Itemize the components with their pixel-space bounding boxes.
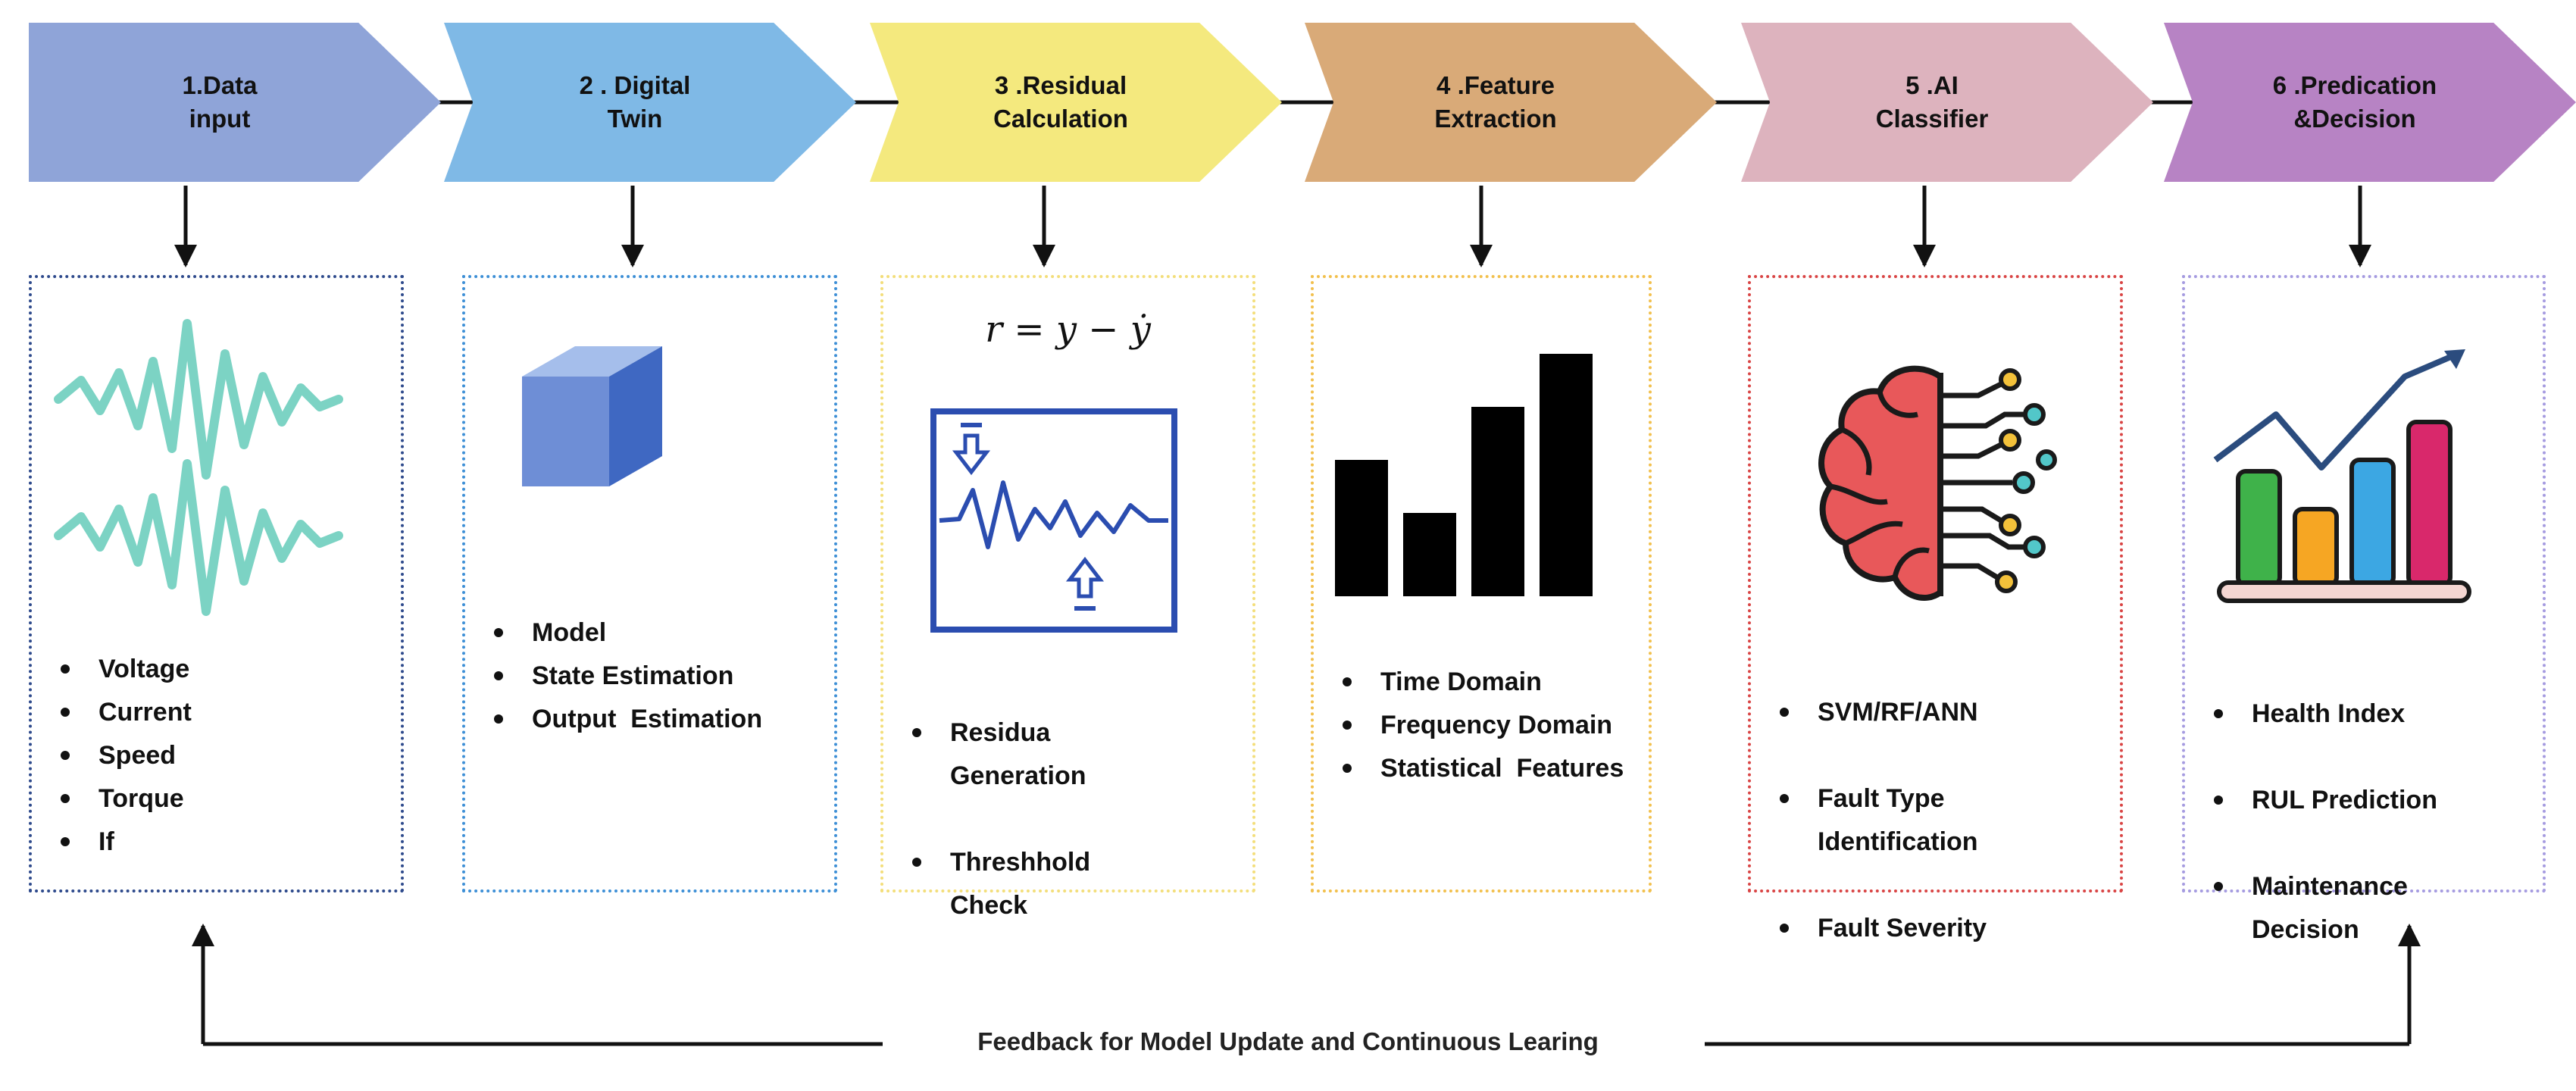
bullet-state-estimation: State Estimation — [488, 655, 762, 698]
cube-icon — [522, 346, 662, 486]
bullet-if: If — [55, 821, 192, 864]
stage-5-panel: SVM/RF/ANN Fault Type Identification Fau… — [1748, 275, 2123, 943]
stage-3-bullets: Residua Generation Threshhold Check — [906, 668, 1090, 971]
stage-3-panel: r = y − ẏ Residua Generation Threshhold … — [880, 275, 1255, 920]
residual-threshold-icon — [930, 408, 1177, 633]
stage-5-chevron: 5 .AI Classifier — [1741, 23, 2153, 182]
bullet-threshhold-check: Threshhold Check — [906, 841, 1090, 927]
feedback-label: Feedback for Model Update and Continuous… — [977, 1027, 1599, 1055]
growth-base — [2217, 580, 2471, 603]
waveform-icon — [54, 319, 343, 616]
stage-1-panel: Voltage Current Speed Torque If — [29, 275, 404, 892]
ai-brain-icon — [1818, 365, 2057, 602]
stage-3-label: 3 .Residual Calculation — [993, 71, 1128, 133]
bullet-health-index: Health Index — [2208, 692, 2437, 736]
bullet-voltage: Voltage — [55, 648, 192, 691]
feature-bar-2 — [1403, 513, 1456, 596]
feature-bar-3 — [1471, 407, 1524, 596]
bullet-output-estimation: Output Estimation — [488, 698, 762, 741]
bullet-svm-rf-ann: SVM/RF/ANN — [1774, 691, 1987, 734]
growth-chart-icon — [2213, 349, 2471, 603]
bullet-current: Current — [55, 691, 192, 734]
bullet-statistical-features: Statistical Features — [1336, 747, 1624, 790]
stage-4-chevron: 4 .Feature Extraction — [1305, 23, 1717, 182]
bullet-maintenance-decision: Maintenance Decision — [2208, 865, 2437, 952]
bullet-residua-generation: Residua Generation — [906, 711, 1090, 798]
bullet-model: Model — [488, 611, 762, 655]
stage-2-bullets: Model State Estimation Output Estimation — [488, 611, 762, 741]
stage-6-panel: Health Index RUL Prediction Maintenance … — [2182, 275, 2546, 944]
stage-4-panel: Time Domain Frequency Domain Statistical… — [1311, 275, 1652, 892]
stage-2-panel: Model State Estimation Output Estimation — [462, 275, 837, 892]
growth-bar-3 — [2349, 458, 2396, 587]
stage-4-label: 4 .Feature Extraction — [1434, 71, 1557, 133]
stage-5-label: 5 .AI Classifier — [1875, 71, 1989, 133]
bullet-torque: Torque — [55, 777, 192, 821]
bar-chart-icon — [1335, 354, 1593, 596]
residual-formula: r = y − ẏ — [985, 308, 1151, 351]
feature-bar-1 — [1335, 460, 1388, 596]
stage-1-label: 1.Data input — [182, 71, 258, 133]
stage-2-label: 2 . Digital Twin — [579, 71, 691, 133]
growth-bar-1 — [2236, 469, 2282, 587]
stage-6-chevron: 6 .Predication &Decision — [2164, 23, 2576, 182]
stage-6-label: 6 .Predication &Decision — [2272, 71, 2437, 133]
bullet-rul-prediction: RUL Prediction — [2208, 779, 2437, 822]
stage-4-bullets: Time Domain Frequency Domain Statistical… — [1336, 661, 1624, 790]
bullet-time-domain: Time Domain — [1336, 661, 1624, 704]
stage-1-chevron: 1.Data input — [29, 23, 441, 182]
growth-bar-2 — [2293, 507, 2339, 587]
stage-5-bullets: SVM/RF/ANN Fault Type Identification Fau… — [1774, 648, 1987, 993]
bullet-frequency-domain: Frequency Domain — [1336, 704, 1624, 747]
bullet-speed: Speed — [55, 734, 192, 777]
stage-6-bullets: Health Index RUL Prediction Maintenance … — [2208, 649, 2437, 995]
bullet-fault-severity: Fault Severity — [1774, 907, 1987, 950]
bullet-fault-type-identification: Fault Type Identification — [1774, 777, 1987, 864]
feature-bar-4 — [1540, 354, 1593, 596]
stage-3-chevron: 3 .Residual Calculation — [870, 23, 1282, 182]
stage-1-bullets: Voltage Current Speed Torque If — [55, 648, 192, 864]
growth-bar-4 — [2406, 420, 2453, 587]
stage-2-chevron: 2 . Digital Twin — [444, 23, 856, 182]
